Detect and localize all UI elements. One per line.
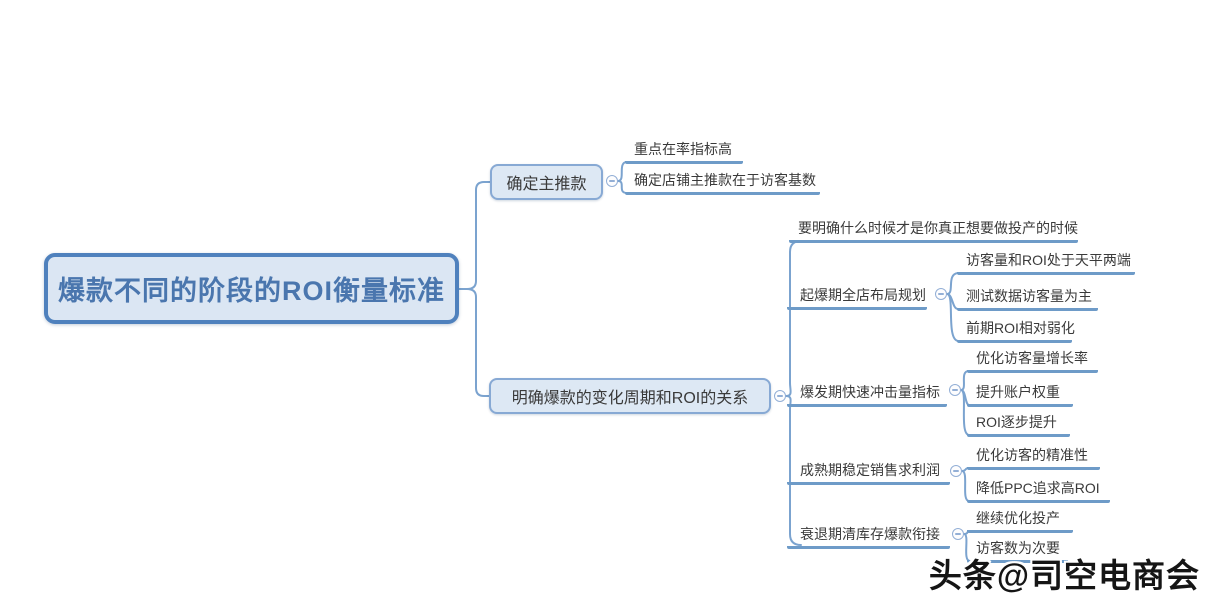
minus-glyph (955, 533, 961, 535)
collapse-minus-icon[interactable] (950, 465, 962, 477)
leaf-node[interactable]: 提升账户权重 (967, 384, 1073, 407)
collapse-minus-icon[interactable] (949, 384, 961, 396)
node-explosion-phase[interactable]: 爆发期快速冲击量指标 (787, 384, 947, 407)
node-decline-phase[interactable]: 衰退期清库存爆款衔接 (787, 526, 950, 549)
leaf-node[interactable]: 访客量和ROI处于天平两端 (957, 252, 1135, 275)
leaf-node[interactable]: 重点在率指标高 (625, 141, 743, 164)
minus-glyph (952, 389, 958, 391)
minus-glyph (609, 180, 615, 182)
watermark-text: 头条@司空电商会 (928, 557, 1200, 594)
leaf-node[interactable]: 要明确什么时候才是你真正想要做投产的时候 (789, 220, 1078, 243)
node-determine-main-product[interactable]: 确定主推款 (490, 164, 603, 200)
leaf-node[interactable]: ROI逐步提升 (967, 414, 1070, 437)
minus-glyph (938, 293, 944, 295)
node-mature-phase[interactable]: 成熟期稳定销售求利润 (787, 462, 950, 485)
leaf-node[interactable]: 优化访客量增长率 (967, 350, 1098, 373)
node-roi-cycle-relationship[interactable]: 明确爆款的变化周期和ROI的关系 (489, 378, 771, 414)
leaf-node[interactable]: 降低PPC追求高ROI (967, 480, 1110, 503)
minus-glyph (777, 395, 783, 397)
node-launch-phase[interactable]: 起爆期全店布局规划 (787, 287, 927, 310)
collapse-minus-icon[interactable] (935, 288, 947, 300)
collapse-minus-icon[interactable] (952, 528, 964, 540)
collapse-minus-icon[interactable] (774, 390, 786, 402)
leaf-node[interactable]: 访客数为次要 (967, 540, 1068, 563)
leaf-node[interactable]: 继续优化投产 (967, 510, 1073, 533)
root-topic-node[interactable]: 爆款不同的阶段的ROI衡量标准 (44, 253, 459, 324)
minus-glyph (953, 470, 959, 472)
leaf-node[interactable]: 前期ROI相对弱化 (957, 320, 1075, 343)
leaf-node[interactable]: 确定店铺主推款在于访客基数 (625, 172, 820, 195)
collapse-minus-icon[interactable] (606, 175, 618, 187)
leaf-node[interactable]: 测试数据访客量为主 (957, 288, 1098, 311)
leaf-node[interactable]: 优化访客的精准性 (967, 447, 1100, 470)
